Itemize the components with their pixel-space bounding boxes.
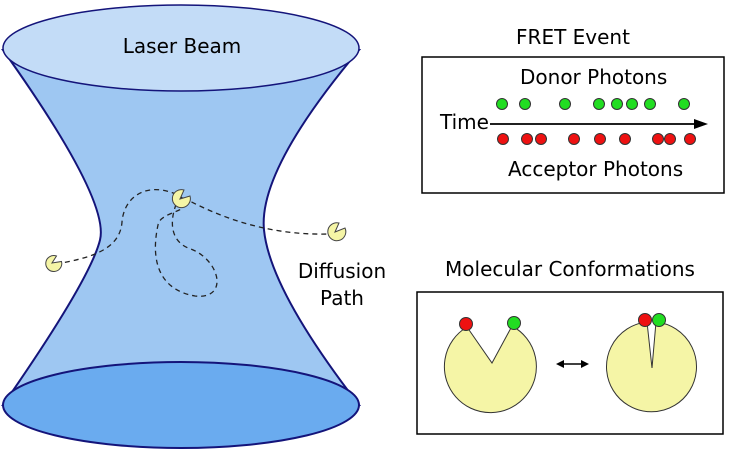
acceptor-photon: [568, 133, 580, 145]
donor-photons: [496, 98, 690, 110]
molecule-right: [327, 222, 347, 242]
acceptor-photon: [664, 133, 676, 145]
closed-acceptor-dye: [638, 313, 652, 327]
diffusion-label-line2: Path: [320, 286, 364, 310]
open-molecule-body: [443, 325, 537, 414]
donor-photon: [593, 98, 605, 110]
transition-arrow: [556, 360, 589, 368]
acceptor-photon: [684, 133, 696, 145]
acceptor-photon: [619, 133, 631, 145]
donor-photon: [678, 98, 690, 110]
transition-arrowhead-left: [556, 360, 564, 368]
conformations-title: Molecular Conformations: [445, 257, 695, 281]
time-label: Time: [439, 110, 489, 134]
open-donor-dye: [507, 316, 521, 330]
acceptor-photon: [594, 133, 606, 145]
beam-body: [1, 49, 362, 406]
donor-label: Donor Photons: [520, 65, 667, 89]
beam-label: Laser Beam: [123, 34, 241, 58]
closed-donor-dye: [652, 313, 666, 327]
beam-bottom-ellipse: [2, 361, 360, 449]
fret-box: [421, 56, 725, 194]
donor-photon: [519, 98, 531, 110]
acceptor-photon: [521, 133, 533, 145]
acceptor-photon: [535, 133, 547, 145]
conformations-panel: Molecular Conformations: [416, 257, 724, 435]
beam-top-ellipse: [2, 4, 360, 92]
laser-beam: Laser Beam: [1, 4, 362, 449]
diffusion-path: Diffusion Path: [45, 188, 386, 310]
acceptor-label: Acceptor Photons: [508, 157, 683, 181]
donor-photon: [644, 98, 656, 110]
conformation-closed: [606, 313, 697, 413]
diffusion-label-line1: Diffusion: [298, 259, 386, 283]
donor-photon: [626, 98, 638, 110]
time-arrowhead: [694, 119, 708, 129]
molecule-center: [171, 189, 191, 209]
donor-photon: [559, 98, 571, 110]
transition-arrowhead-right: [581, 360, 589, 368]
acceptor-photon: [652, 133, 664, 145]
open-acceptor-dye: [459, 317, 473, 331]
closed-molecule-body: [606, 321, 697, 413]
acceptor-photon: [497, 133, 509, 145]
molecule-left: [45, 255, 63, 272]
conformation-open: [443, 316, 537, 414]
acceptor-photons: [497, 133, 696, 145]
fret-title: FRET Event: [516, 25, 630, 49]
donor-photon: [496, 98, 508, 110]
donor-photon: [611, 98, 623, 110]
fret-event-panel: FRET Event Donor Photons Time Acceptor P…: [421, 25, 725, 194]
